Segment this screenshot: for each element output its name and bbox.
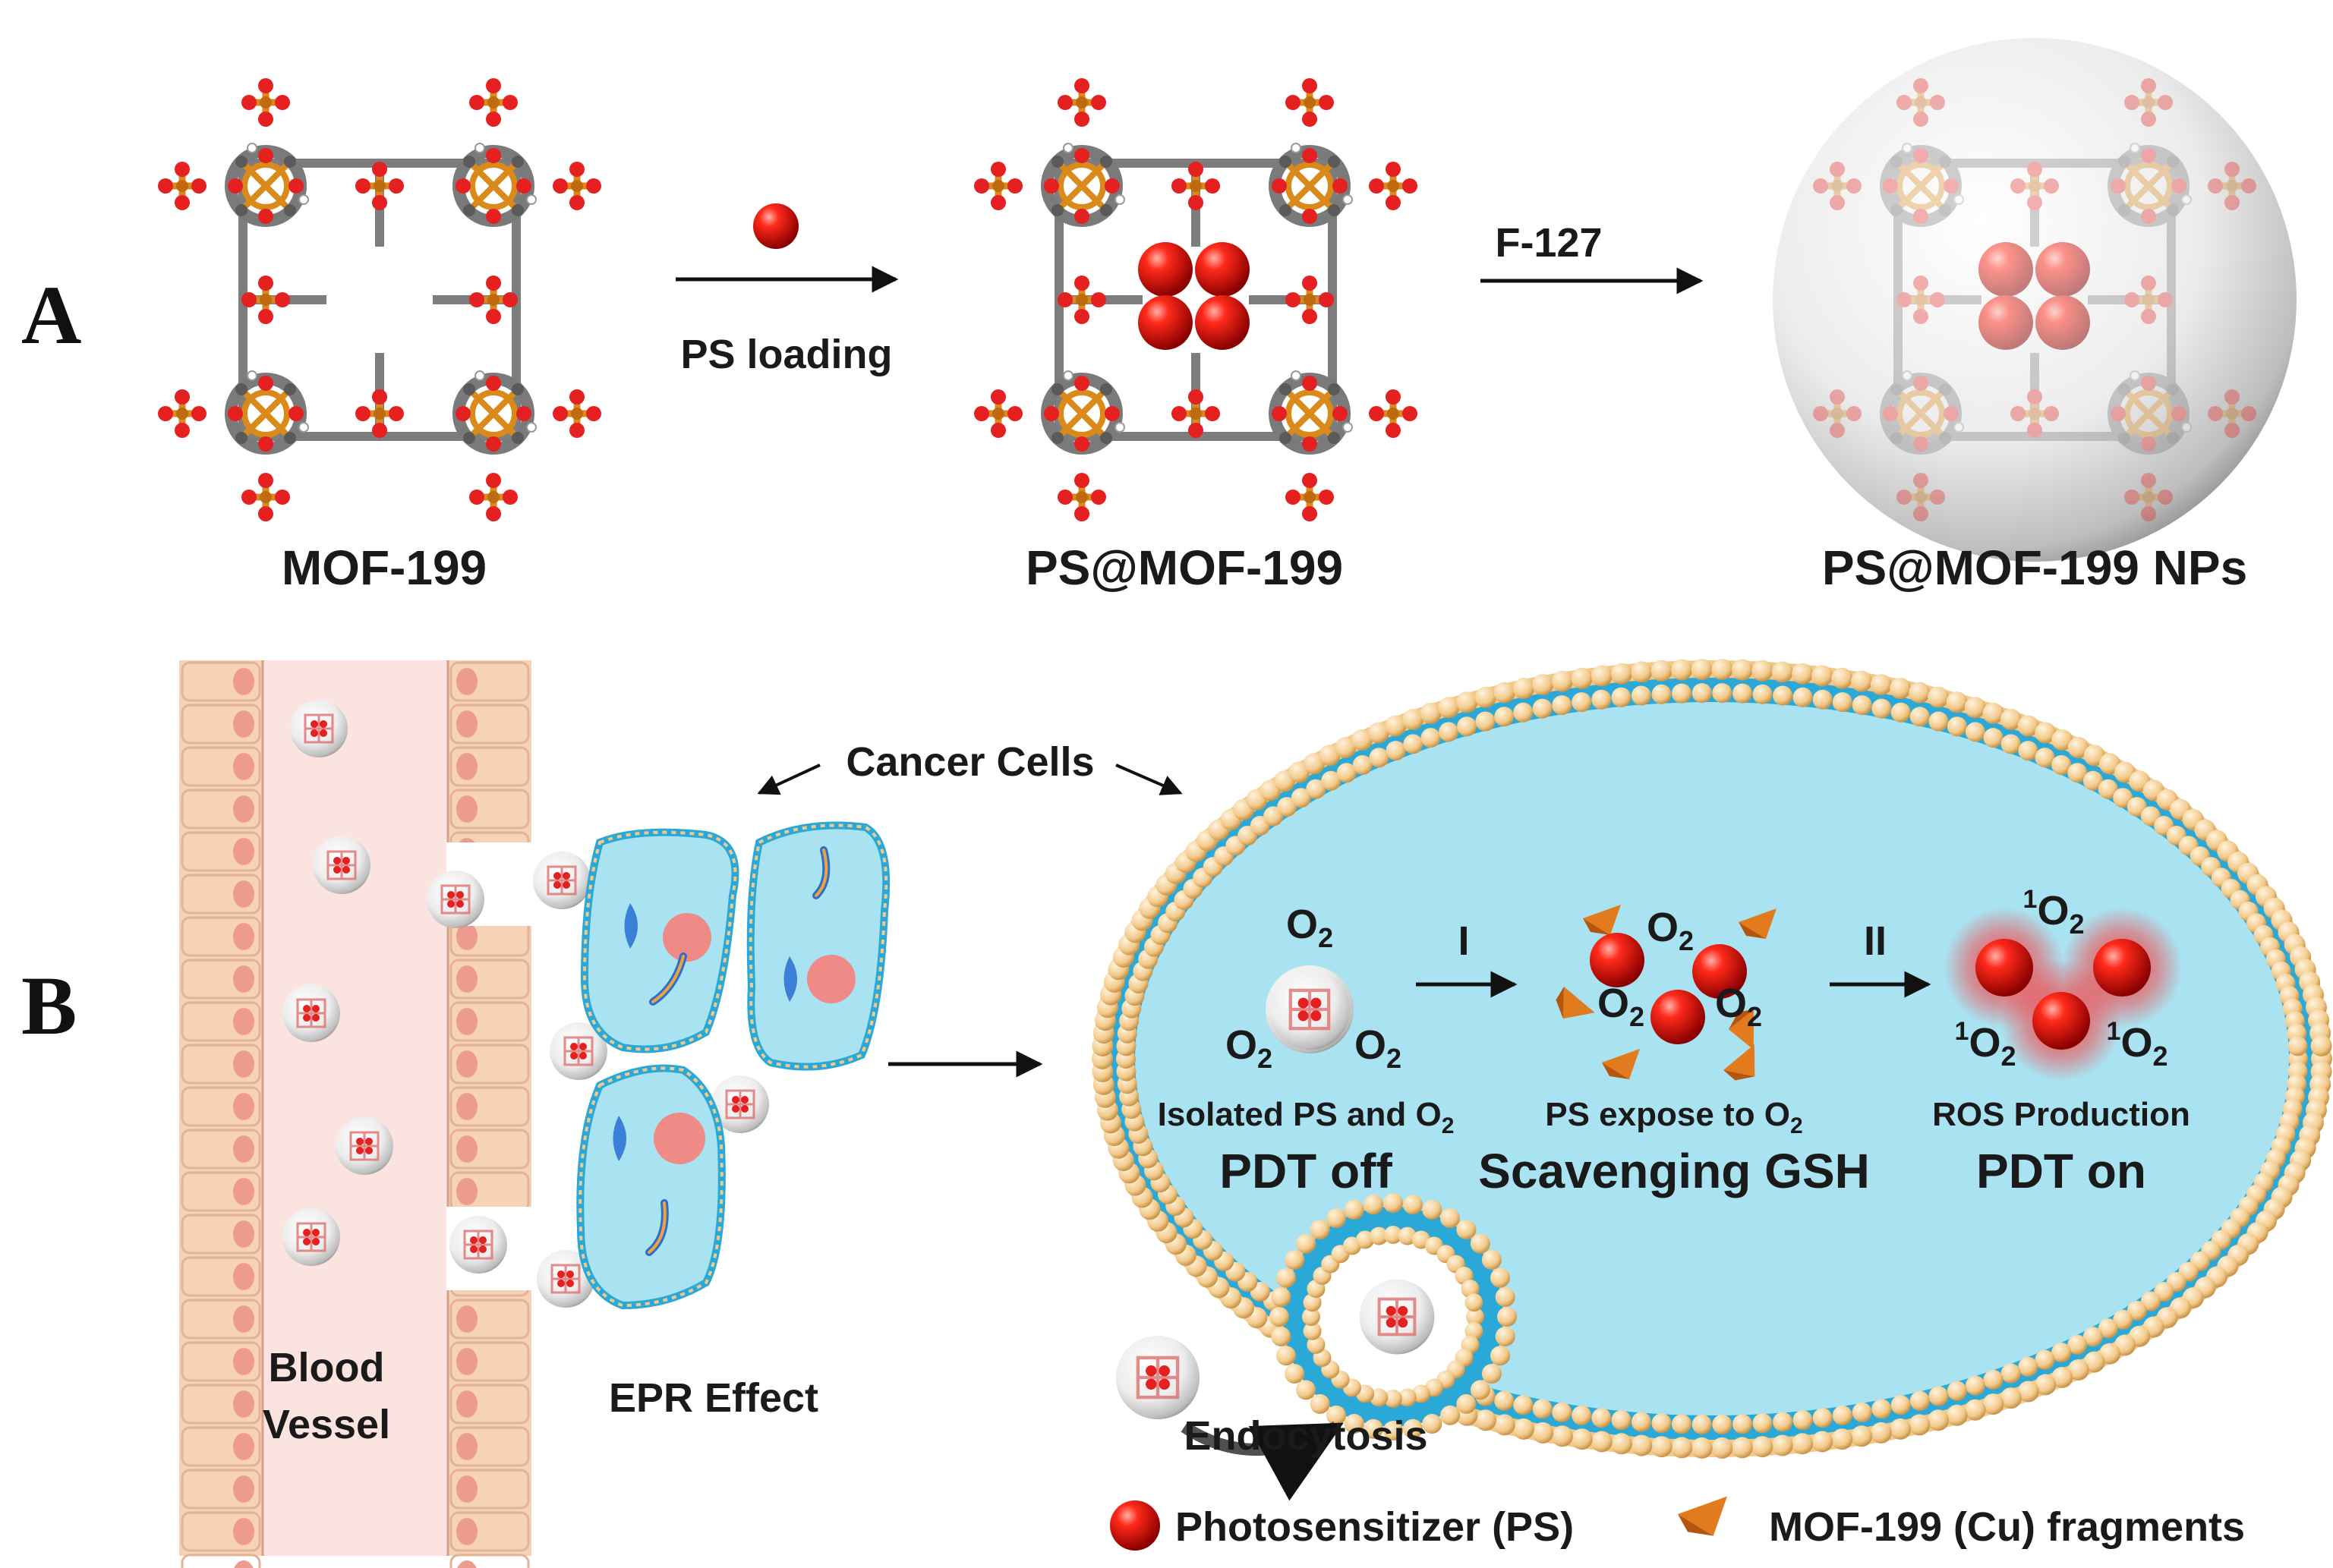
o2-label: O2 bbox=[1715, 981, 1762, 1032]
ps-loading-arrow bbox=[676, 203, 899, 293]
cancer-cells-arrow-right bbox=[1115, 764, 1183, 795]
ps-sphere-activated bbox=[2093, 939, 2151, 997]
endocytosis-arrow bbox=[1181, 1421, 1344, 1501]
singlet-o2-label: 1O2 bbox=[2107, 1017, 2168, 1072]
singlet-o2-label: 1O2 bbox=[1955, 1017, 2016, 1072]
stage3-caption: ROS Production bbox=[1932, 1096, 2190, 1133]
stage-exposed: O2 O2 O2 PS expose to O2 Scavenging GSH bbox=[1478, 905, 1870, 1198]
ps-sphere bbox=[1590, 933, 1644, 987]
mof-199-structure bbox=[158, 78, 601, 521]
o2-label: O2 bbox=[1225, 1022, 1272, 1074]
stage1-caption: Isolated PS and O2 bbox=[1158, 1096, 1455, 1138]
stage-isolated: O2 O2 O2 Isolated PS and O2 PDT off bbox=[1158, 902, 1455, 1198]
nanoparticle-in-vessel bbox=[311, 835, 372, 896]
stage2-caption: PS expose to O2 bbox=[1545, 1096, 1802, 1138]
ps-mof-199-structure bbox=[974, 78, 1417, 521]
ps-sphere bbox=[1195, 242, 1250, 297]
singlet-o2-label: 1O2 bbox=[2023, 885, 2085, 940]
blood-vessel-label-line1: Blood bbox=[269, 1345, 385, 1390]
endocytosis-label: Endocytosis bbox=[1184, 1413, 1427, 1459]
panel-a-letter: A bbox=[21, 269, 81, 361]
epr-effect-label: EPR Effect bbox=[609, 1375, 818, 1421]
o2-label: O2 bbox=[1647, 905, 1694, 956]
nucleus bbox=[654, 1113, 705, 1164]
ps-sphere-activated bbox=[1975, 939, 2033, 997]
legend-ps-label: Photosensitizer (PS) bbox=[1175, 1504, 1574, 1550]
stage3-status: PDT on bbox=[1976, 1144, 2146, 1198]
ps-sphere bbox=[1138, 295, 1193, 350]
ps-mof-199-nanoparticle bbox=[1773, 38, 2297, 562]
panel-b-letter: B bbox=[21, 959, 77, 1052]
ps-sphere-activated bbox=[2032, 992, 2090, 1050]
cancer-cells-label: Cancer Cells bbox=[846, 739, 1094, 785]
o2-label: O2 bbox=[1597, 981, 1644, 1032]
nucleus bbox=[663, 913, 711, 962]
mof-199-label: MOF-199 bbox=[282, 540, 487, 595]
nanoparticle-in-gap bbox=[425, 869, 486, 930]
stage1-status: PDT off bbox=[1219, 1144, 1392, 1198]
nanoparticle-outside bbox=[1116, 1336, 1200, 1419]
o2-label: O2 bbox=[1354, 1022, 1401, 1074]
nanoparticle-in-vessel bbox=[288, 698, 349, 759]
blood-vessel bbox=[179, 660, 533, 1568]
ps-sphere bbox=[1650, 990, 1705, 1044]
stage-ros: 1O2 1O2 1O2 ROS Production PDT on bbox=[1932, 885, 2190, 1198]
nanoparticle-in-gap bbox=[448, 1214, 509, 1275]
ps-mof-199-nps-label: PS@MOF-199 NPs bbox=[1822, 540, 2247, 595]
nanoparticle-in-vessel bbox=[281, 1207, 342, 1267]
nanoparticle-extravasated bbox=[531, 850, 592, 911]
cancer-cells-arrow-left bbox=[757, 764, 821, 795]
nanoparticle-in-vessel bbox=[281, 983, 342, 1044]
endocytosis-pocket bbox=[1269, 1193, 1517, 1440]
ps-sphere bbox=[1195, 295, 1250, 350]
ps-loading-label: PS loading bbox=[680, 332, 892, 377]
ps-sphere-icon bbox=[753, 203, 799, 249]
ps-mof-199-label: PS@MOF-199 bbox=[1026, 540, 1343, 595]
cancer-cell-small bbox=[576, 1064, 726, 1310]
ps-sphere bbox=[1692, 944, 1747, 999]
ps-sphere bbox=[1138, 242, 1193, 297]
f127-label: F-127 bbox=[1495, 220, 1602, 266]
legend-ps-icon bbox=[1110, 1500, 1160, 1551]
nucleus bbox=[807, 955, 856, 1003]
organelle bbox=[624, 903, 638, 949]
cancer-cell-small bbox=[580, 828, 739, 1053]
cancer-cell-small bbox=[746, 821, 891, 1071]
step-1-label: I bbox=[1458, 918, 1469, 964]
o2-label: O2 bbox=[1286, 902, 1333, 953]
legend-fragments-label: MOF-199 (Cu) fragments bbox=[1769, 1504, 2245, 1550]
legend-fragment-icon bbox=[1678, 1496, 1727, 1536]
blood-vessel-label-line2: Vessel bbox=[263, 1402, 390, 1447]
legend: Photosensitizer (PS) MOF-199 (Cu) fragme… bbox=[1110, 1496, 2245, 1551]
nanoparticle-in-vessel bbox=[334, 1116, 395, 1176]
stage2-status: Scavenging GSH bbox=[1478, 1144, 1870, 1198]
step-2-label: II bbox=[1864, 918, 1887, 964]
